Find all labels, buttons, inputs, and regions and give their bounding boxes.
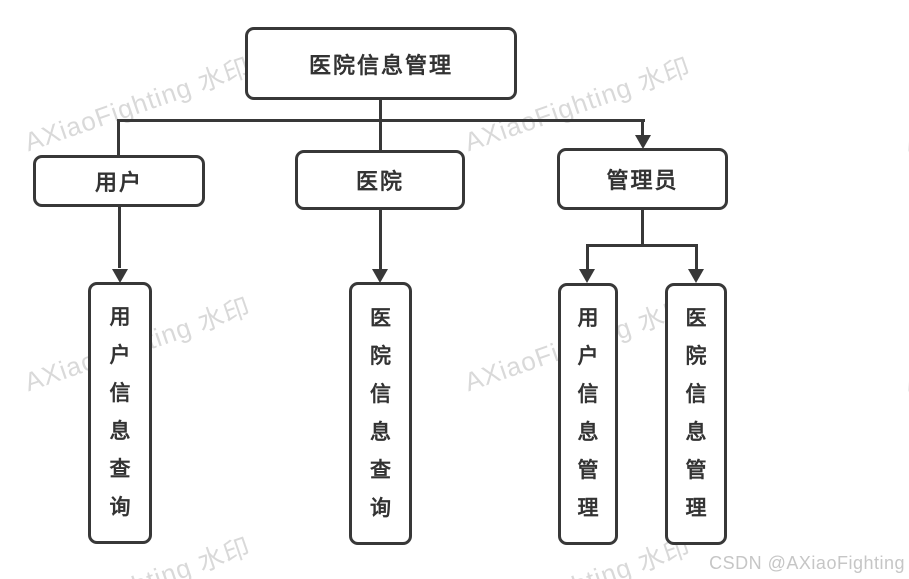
node-hospital-info-management-root: 医院信息管理 [245,27,517,100]
node-admin: 管理员 [557,148,728,210]
node-label: 医院信息管理 [308,52,453,78]
connector-admin-split [586,244,698,247]
connector-root-down [379,99,382,122]
node-user: 用户 [33,155,205,207]
node-hospital-info-management-leaf: 医院信息管理 [665,283,727,545]
arrowhead-to-admin [635,135,651,149]
connector-hospital-to-leaf [379,209,382,269]
node-label: 用户 [94,170,143,195]
connector-to-hospital [379,119,382,152]
node-label: 医院信息查询 [370,306,391,520]
node-user-info-query: 用户信息查询 [88,282,152,544]
node-label: 用户信息查询 [109,306,131,519]
node-hospital: 医院 [295,150,465,210]
connector-to-leaf3 [586,244,589,270]
connector-admin-down [641,209,644,247]
arrowhead-user-leaf [112,269,128,283]
node-user-info-management: 用户信息管理 [558,283,618,545]
arrowhead-hospital-leaf [372,269,388,283]
node-hospital-info-query: 医院信息查询 [349,282,412,545]
connector-to-user [117,119,120,157]
node-label: 管理员 [606,168,679,193]
csdn-credit-watermark: CSDN @AXiaoFighting [709,553,905,573]
arrowhead-leaf4 [688,269,704,283]
node-label: 医院信息管理 [685,307,707,520]
connector-user-to-leaf [118,206,121,268]
node-label: 医院 [355,169,404,194]
node-label: 用户信息管理 [577,307,599,520]
connector-to-admin [641,119,644,136]
connector-to-leaf4 [695,244,698,270]
arrowhead-leaf3 [579,269,595,283]
